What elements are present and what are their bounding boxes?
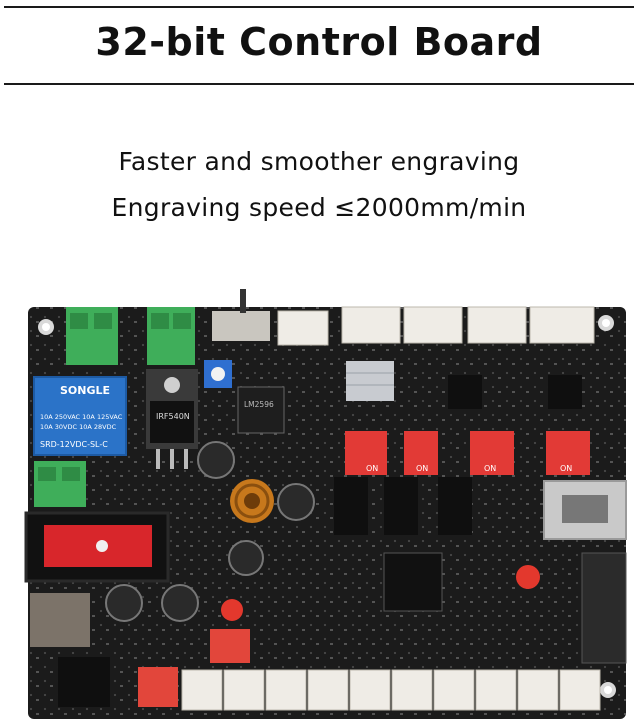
dip-switch-group: ON ON ON ON	[345, 431, 590, 475]
control-board-photo: SONGLE 10A 250VAC 10A 125VAC 10A 30VDC 1…	[0, 285, 638, 720]
voltage-regulator: LM2596	[237, 386, 285, 434]
svg-text:SRD-12VDC-SL-C: SRD-12VDC-SL-C	[40, 440, 108, 449]
usb-port	[543, 480, 627, 540]
capacitors	[105, 441, 315, 622]
svg-text:ON: ON	[366, 464, 378, 473]
connector-row-bottom	[181, 669, 601, 711]
feature-line-1: Faster and smoother engraving	[118, 147, 520, 176]
power-rocker-switch	[24, 511, 170, 583]
svg-text:10A 30VDC 10A 28VDC: 10A 30VDC 10A 28VDC	[40, 423, 117, 431]
screw-terminal-left	[34, 461, 86, 507]
svg-text:IRF540N: IRF540N	[156, 412, 190, 421]
header-bottom-rule	[4, 83, 634, 85]
svg-text:ON: ON	[560, 464, 572, 473]
microcontroller	[383, 552, 443, 612]
svg-text:ON: ON	[416, 464, 428, 473]
inductor-coil	[230, 479, 274, 523]
page-title: 32-bit Control Board	[95, 20, 543, 64]
screw-terminal-top-middle	[147, 307, 195, 365]
svg-text:ON: ON	[484, 464, 496, 473]
connector-row-top	[277, 306, 595, 346]
mosfet: IRF540N	[146, 369, 198, 469]
relay-module: SONGLE 10A 250VAC 10A 125VAC 10A 30VDC 1…	[33, 376, 127, 456]
svg-text:10A 250VAC 10A 125VAC: 10A 250VAC 10A 125VAC	[40, 413, 123, 421]
screw-terminal-top-left	[66, 307, 118, 365]
header-top-rule	[4, 6, 634, 8]
svg-text:LM2596: LM2596	[244, 400, 274, 409]
svg-text:SONGLE: SONGLE	[60, 384, 110, 397]
heatsink	[346, 361, 394, 401]
feature-line-2: Engraving speed ≤2000mm/min	[111, 193, 527, 222]
